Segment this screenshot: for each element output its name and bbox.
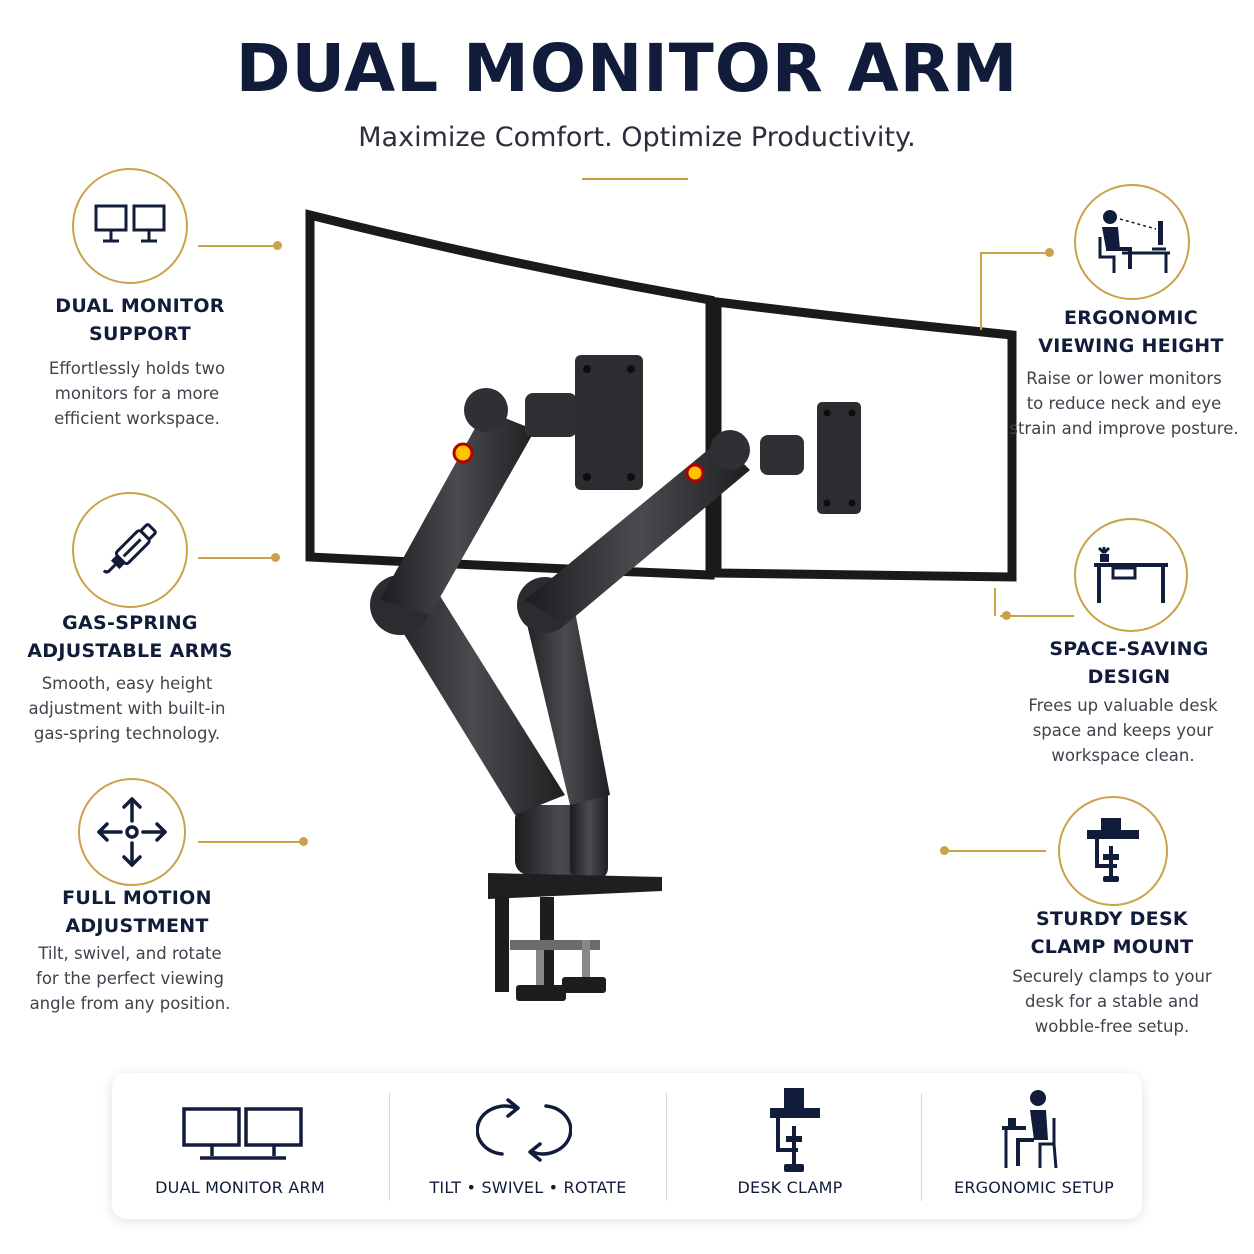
connector-dot [1002, 611, 1011, 620]
connector-line [980, 252, 1048, 254]
connector-line [994, 588, 996, 616]
connector-line [1000, 615, 1074, 617]
connector-dot [940, 846, 949, 855]
connector-dot [271, 553, 280, 562]
connector-line [946, 850, 1046, 852]
move-arrows-icon [97, 797, 167, 867]
ergonomic-user-icon [1098, 210, 1170, 273]
connector-line [198, 245, 274, 247]
bar-divider [921, 1093, 922, 1201]
page-title: DUAL MONITOR ARM [235, 30, 1019, 107]
bar-label-tilt-swivel-rotate: TILT • SWIVEL • ROTATE [429, 1178, 627, 1197]
connector-dot [273, 241, 282, 250]
bar-label-ergonomic-setup: ERGONOMIC SETUP [954, 1178, 1114, 1197]
bar-divider [389, 1093, 390, 1201]
rotate-arrows-icon [476, 1098, 572, 1162]
connector-line [980, 252, 982, 330]
title-divider [582, 178, 688, 180]
desk-plant-icon [1094, 546, 1168, 603]
right-monitor-frame [712, 296, 1017, 582]
feature-circle-space-saving [1074, 518, 1188, 632]
feature-circle-ergonomic [1074, 184, 1190, 300]
feature-circle-desk-clamp [1058, 796, 1168, 906]
feature-circle-full-motion [78, 778, 186, 886]
bar-divider [666, 1093, 667, 1201]
connector-dot [299, 837, 308, 846]
connector-line [198, 841, 302, 843]
connector-dot [1045, 248, 1054, 257]
bar-label-dual-monitor: DUAL MONITOR ARM [155, 1178, 325, 1197]
page-subtitle: Maximize Comfort. Optimize Productivity. [358, 122, 916, 153]
right-vesa-plate [817, 402, 861, 514]
left-vesa-plate [575, 355, 643, 490]
desk-clamp-icon [1087, 818, 1139, 882]
connector-line [198, 557, 274, 559]
desk-clamp-icon [770, 1088, 820, 1172]
bar-label-desk-clamp: DESK CLAMP [737, 1178, 843, 1197]
feature-circle-dual-monitor [72, 168, 188, 284]
dual-monitor-icon [182, 1107, 303, 1160]
ergonomic-user-icon [1002, 1090, 1058, 1169]
dual-monitor-arm-illustration [305, 209, 1017, 1001]
feature-circle-gas-spring [72, 492, 188, 608]
dual-monitor-icon [94, 204, 166, 243]
gas-spring-icon [102, 523, 157, 574]
